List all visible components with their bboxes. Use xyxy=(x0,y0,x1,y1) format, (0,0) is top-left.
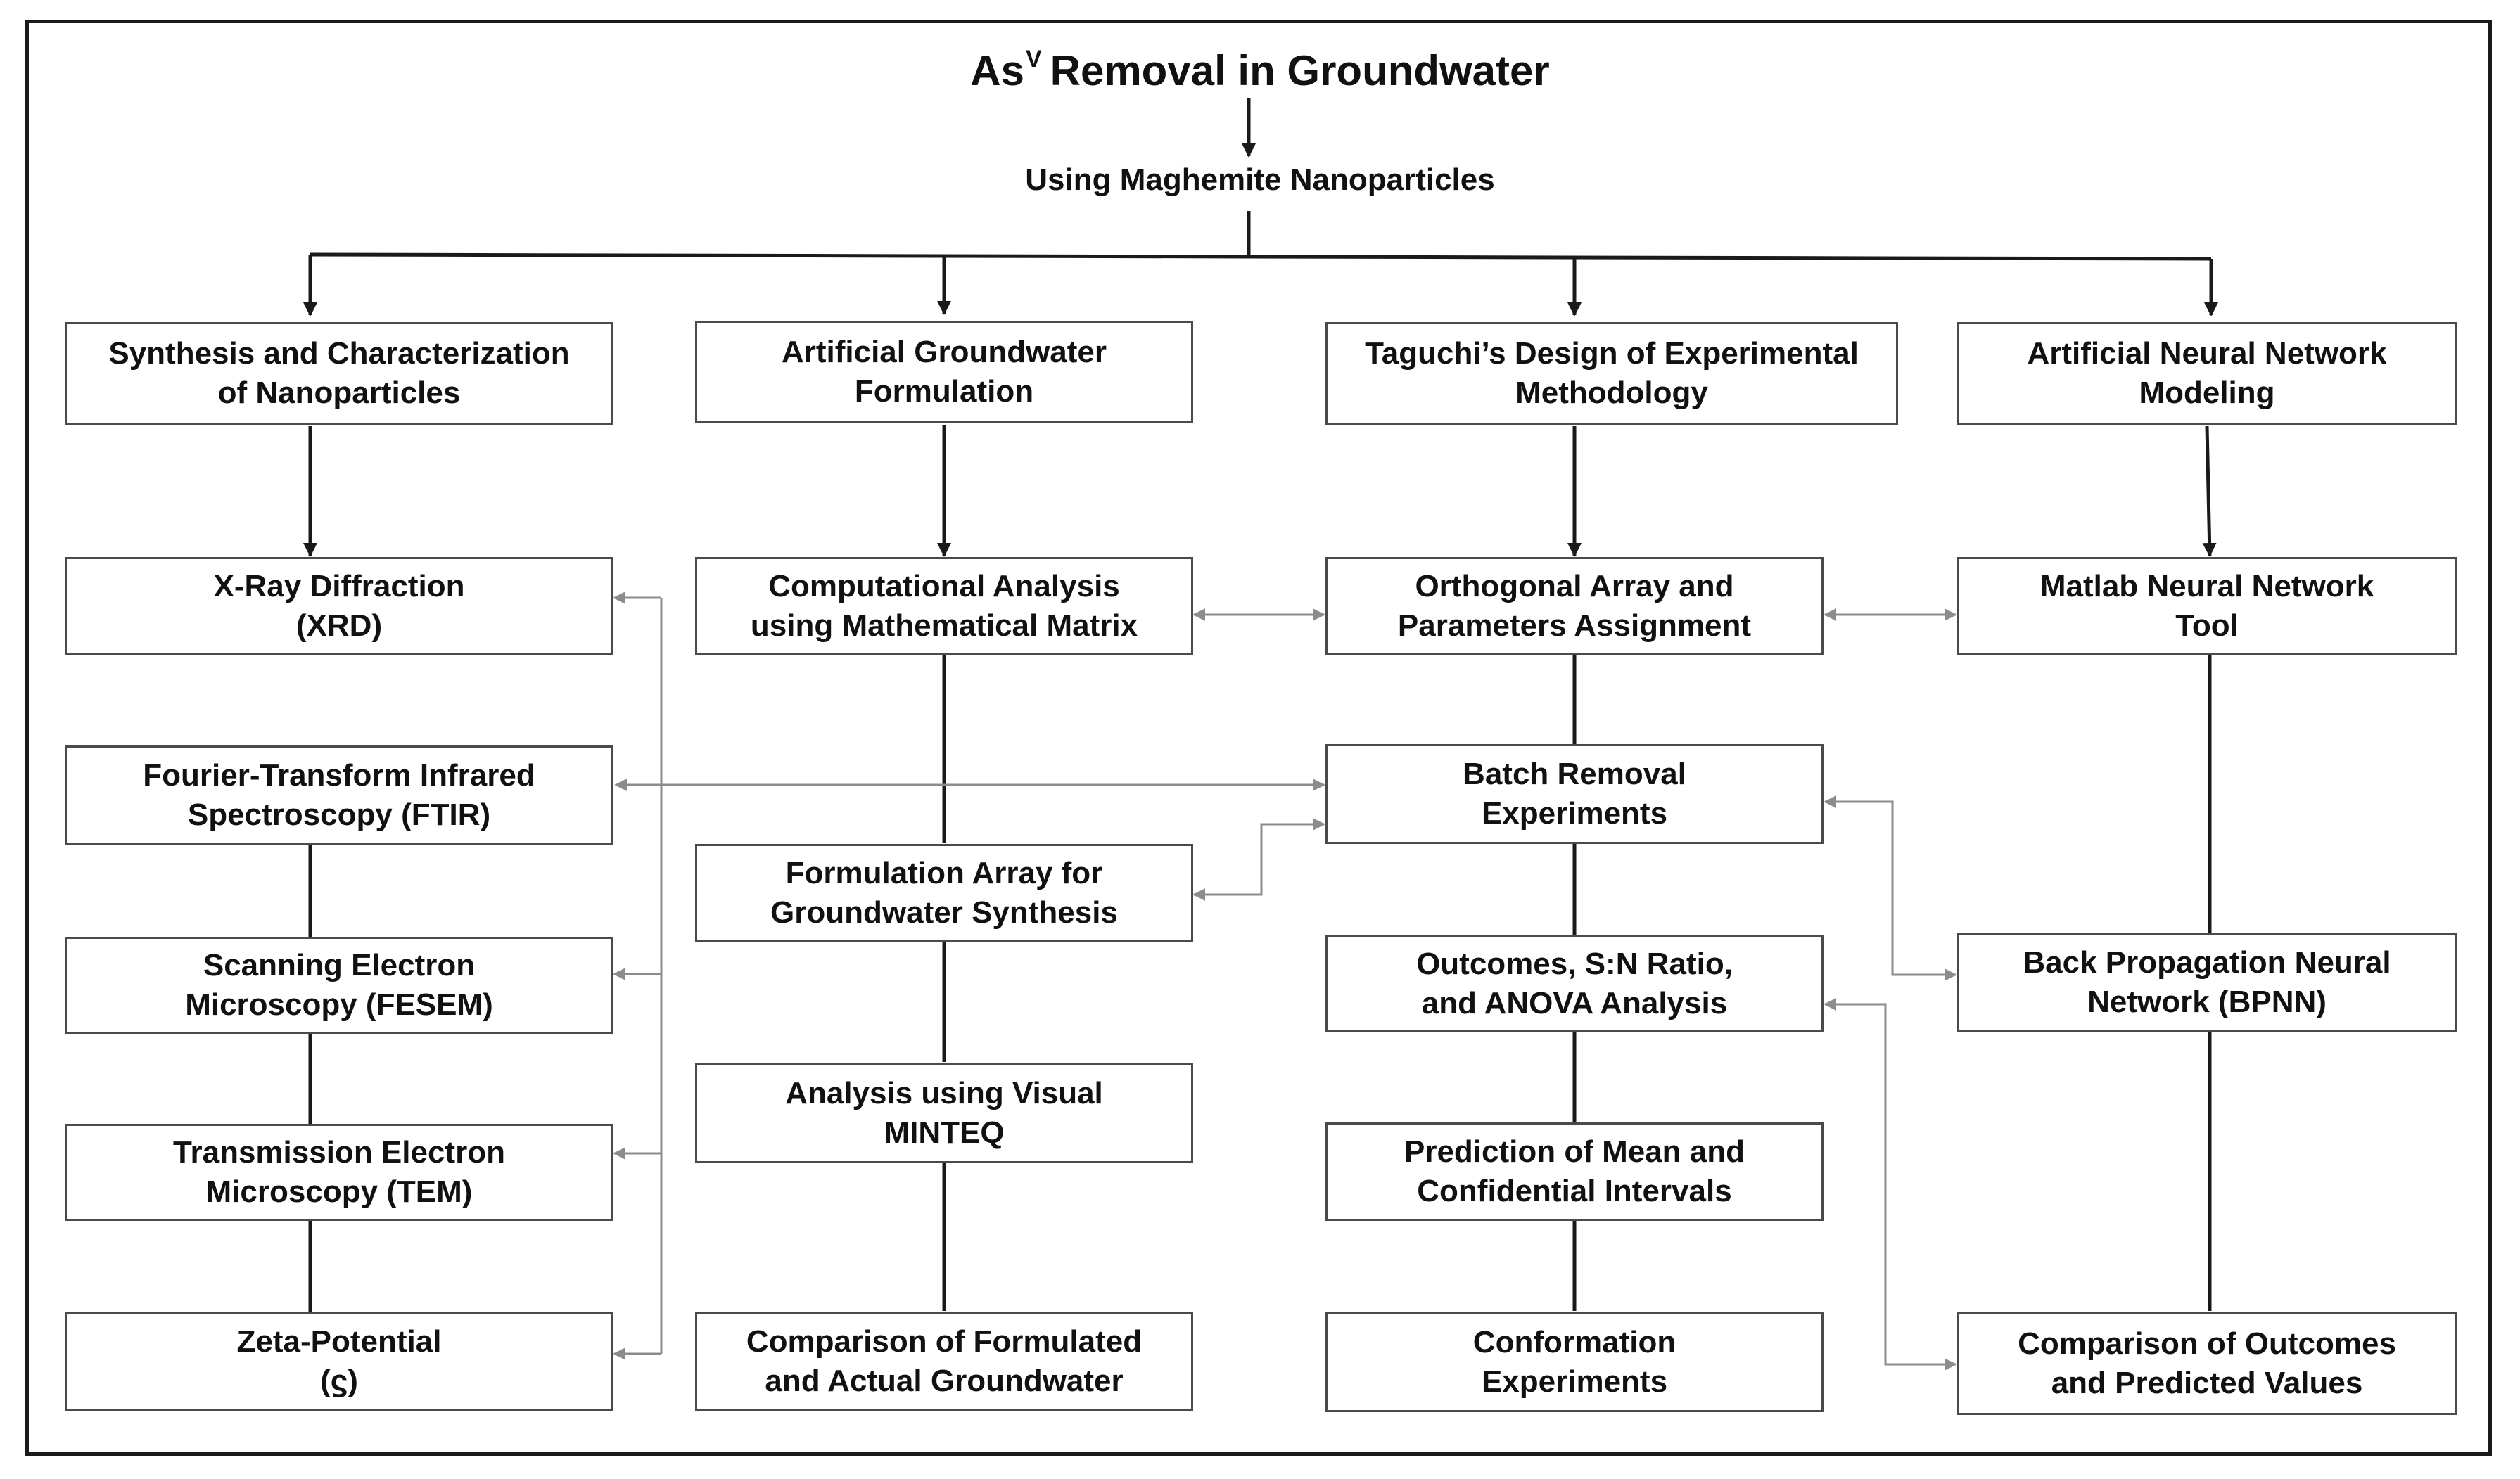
title-text: As xyxy=(970,47,1024,94)
branch-bar xyxy=(310,252,2212,261)
computational-analysis-box: Computational Analysis using Mathematica… xyxy=(695,557,1193,655)
outcomes-predicted-box: Comparison of Outcomes and Predicted Val… xyxy=(1957,1312,2457,1415)
col2-header-box: Artificial Groundwater Formulation xyxy=(695,321,1193,423)
arrow-batch-bpnn xyxy=(1824,795,1957,981)
matlab-tool-box: Matlab Neural Network Tool xyxy=(1957,557,2457,655)
outcomes-anova-box: Outcomes, S:N Ratio, and ANOVA Analysis xyxy=(1325,935,1824,1032)
col3-header-box: Taguchi’s Design of Experimental Methodo… xyxy=(1325,322,1898,425)
col1-header-box: Synthesis and Characterization of Nanopa… xyxy=(65,322,613,425)
col4-header-box: Artificial Neural Network Modeling xyxy=(1957,322,2457,425)
visual-minteq-box: Analysis using Visual MINTEQ xyxy=(695,1063,1193,1163)
title-superscript: V xyxy=(1025,46,1042,72)
arrow-formarray-batch xyxy=(1192,818,1325,901)
diagram-frame xyxy=(25,20,2492,1456)
conformation-experiments-box: Conformation Experiments xyxy=(1325,1312,1824,1412)
zeta-box: Zeta-Potential (ϛ) xyxy=(65,1312,613,1411)
ftir-box: Fourier-Transform Infrared Spectroscopy … xyxy=(65,745,613,845)
tem-box: Transmission Electron Microscopy (TEM) xyxy=(65,1124,613,1221)
orthogonal-array-box: Orthogonal Array and Parameters Assignme… xyxy=(1325,557,1824,655)
formulated-comparison-box: Comparison of Formulated and Actual Grou… xyxy=(695,1312,1193,1411)
fesem-box: Scanning Electron Microscopy (FESEM) xyxy=(65,937,613,1034)
bpnn-box: Back Propagation Neural Network (BPNN) xyxy=(1957,933,2457,1032)
batch-removal-box: Batch Removal Experiments xyxy=(1325,744,1824,844)
arrow-col4-header-to-matlab xyxy=(2202,425,2217,557)
formulation-array-box: Formulation Array for Groundwater Synthe… xyxy=(695,844,1193,942)
xrd-box: X-Ray Diffraction (XRD) xyxy=(65,557,613,655)
title-rest: Removal in Groundwater xyxy=(1050,47,1550,94)
diagram-title: AsV Removal in Groundwater xyxy=(0,31,2520,99)
prediction-intervals-box: Prediction of Mean and Confidential Inte… xyxy=(1325,1122,1824,1221)
diagram-subtitle: Using Maghemite Nanoparticles xyxy=(1025,162,1495,197)
arrow-outcomes-comparison xyxy=(1824,998,1957,1371)
